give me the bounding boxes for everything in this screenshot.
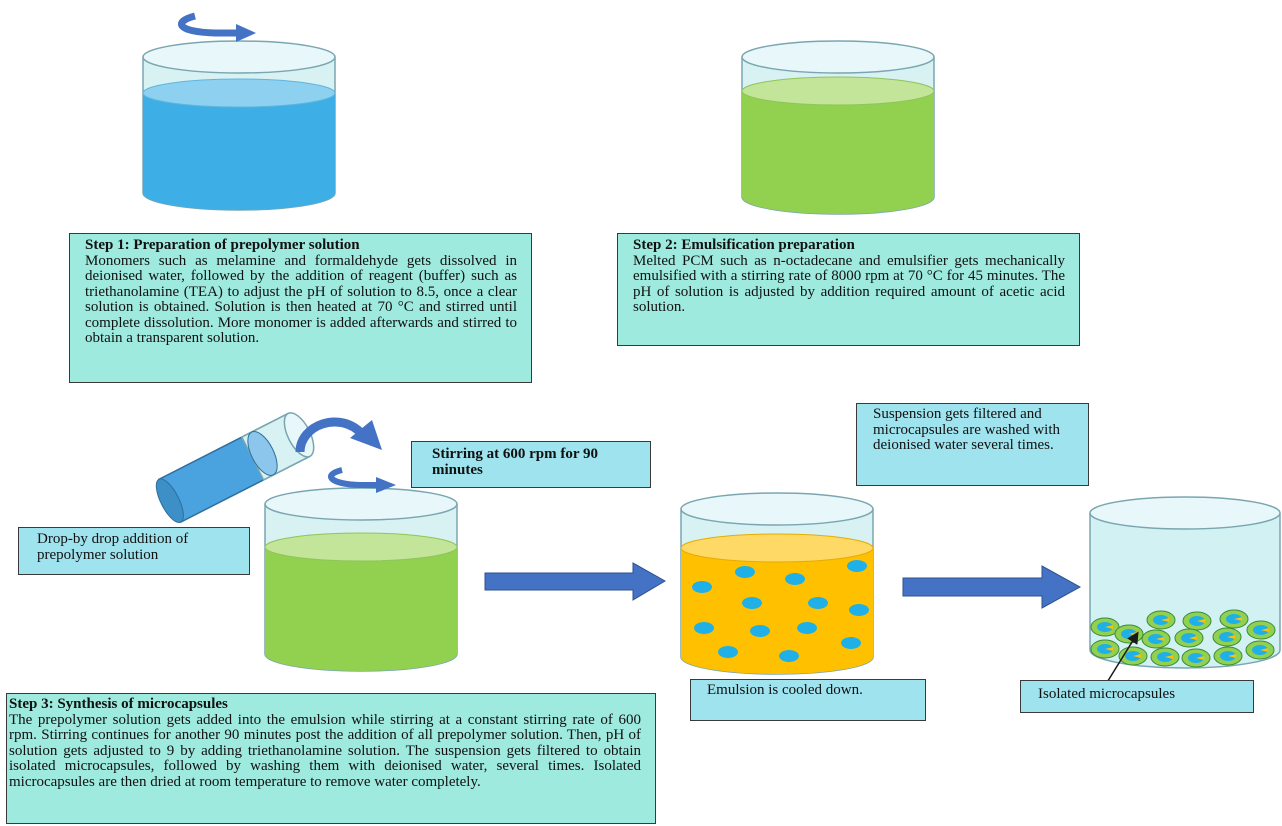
pointer-arrow-icon <box>1105 631 1139 685</box>
pouring-beaker <box>155 412 315 524</box>
drop-label: Drop-by drop addition of prepolymer solu… <box>18 527 250 575</box>
step2-title: Step 2: Emulsification preparation <box>633 237 855 253</box>
filtered-label: Suspension gets filtered and microcapsul… <box>856 403 1089 486</box>
process-arrow-icon <box>902 565 1082 609</box>
stirring-label: Stirring at 600 rpm for 90 minutes <box>411 441 651 488</box>
beaker-emulsification <box>741 40 935 215</box>
stir-arrow-icon <box>178 12 256 42</box>
stir-arrow-icon <box>327 467 396 493</box>
isolated-label: Isolated microcapsules <box>1020 680 1254 713</box>
beaker-emulsion <box>680 492 874 675</box>
step1-box: Step 1: Preparation of prepolymer soluti… <box>69 233 532 383</box>
process-arrow-icon <box>484 562 666 601</box>
step3-body: The prepolymer solution gets added into … <box>9 711 641 790</box>
beaker-synthesis <box>264 487 458 672</box>
step2-box: Step 2: Emulsification preparation Melte… <box>617 233 1080 346</box>
step3-title: Step 3: Synthesis of microcapsules <box>9 696 228 712</box>
beaker-prepolymer <box>142 40 336 211</box>
step3-box: Step 3: Synthesis of microcapsules The p… <box>6 693 656 824</box>
step1-title: Step 1: Preparation of prepolymer soluti… <box>85 237 360 253</box>
beaker-isolated <box>1089 496 1281 669</box>
pour-arrow-icon <box>295 417 382 453</box>
cooled-label: Emulsion is cooled down. <box>690 679 926 721</box>
step1-body: Monomers such as melamine and formaldehy… <box>85 252 517 346</box>
droplets <box>692 560 869 662</box>
step2-body: Melted PCM such as n-octadecane and emul… <box>633 252 1065 315</box>
